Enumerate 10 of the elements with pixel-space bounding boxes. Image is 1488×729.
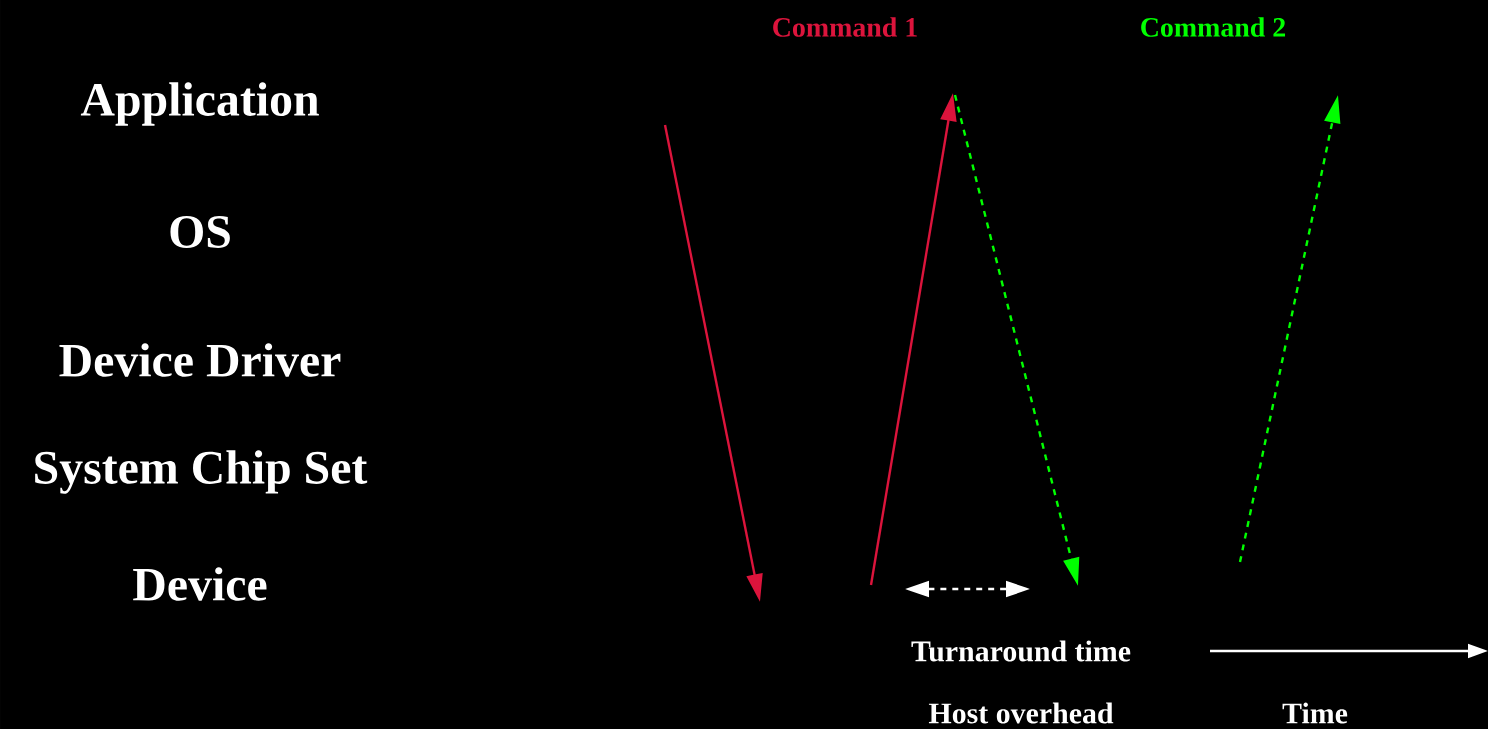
axis-label: Time: [1282, 702, 1348, 724]
layer-label: Device Driver: [59, 343, 341, 377]
layer-label: OS: [170, 215, 230, 249]
timing-label: Turnaround time: [911, 640, 1131, 662]
layer-label: Device: [133, 567, 267, 601]
command-label: Command 2: [1141, 17, 1286, 37]
timing-label: Host overhead: [928, 702, 1114, 724]
layer-label: Application: [80, 82, 319, 126]
command-label: Command 1: [773, 17, 917, 37]
layer-label: System Chip Set: [35, 450, 368, 494]
